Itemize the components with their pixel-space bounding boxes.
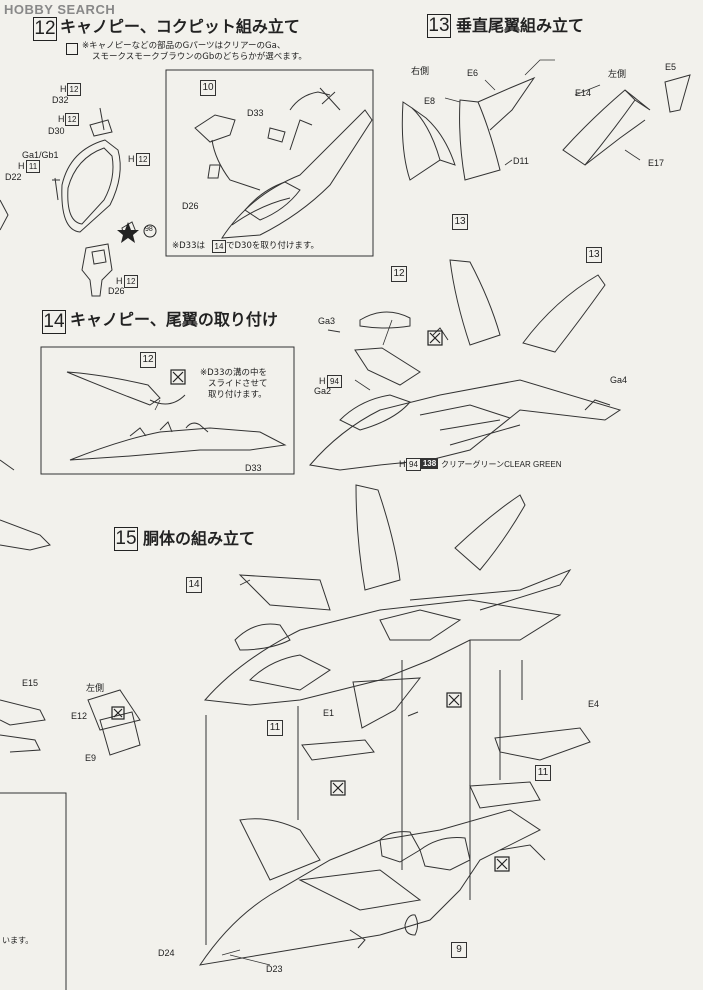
step-14-d33-label: D33 (245, 463, 262, 473)
paint-h-box: 94 (406, 458, 421, 471)
e15-label: E15 (22, 678, 39, 688)
e14-label: E14 (575, 88, 592, 98)
ga4-label: Ga4 (610, 375, 628, 385)
inset-14-part-box: 12 (140, 352, 156, 368)
h12-a-label: H (60, 84, 67, 94)
step-13-number: 13 (427, 14, 451, 38)
edge-text: います。 (2, 936, 34, 945)
step-15-box9: 9 (451, 942, 467, 958)
e4-label: E4 (588, 699, 600, 709)
step-12-note-line1: ※キャノピーなどの部品のGパーツはクリアーのGa、 (82, 41, 286, 51)
ga3-label: Ga3 (318, 316, 336, 326)
d26-small-label: D26 (108, 286, 125, 296)
d11-label: D11 (513, 156, 529, 166)
d32-label: D32 (52, 95, 69, 105)
left-side-label: 左側 (608, 69, 627, 79)
step-15-left-side-label: 左側 (86, 683, 105, 693)
paint-h-label: H (399, 459, 406, 469)
e9-label: E9 (85, 753, 97, 763)
h12-d-label: H (116, 276, 123, 286)
step-14-box13-a: 13 (452, 214, 468, 230)
step-15-box14: 14 (186, 577, 202, 593)
d30-label: D30 (48, 126, 65, 136)
hobby-search-watermark: HOBBY SEARCH (4, 2, 116, 17)
h12-c-label: H (128, 154, 135, 164)
step-12-title: キャノピー、コクピット組み立て (60, 17, 300, 36)
step-14-number: 14 (42, 310, 66, 334)
h12-b-label: H (58, 114, 65, 124)
inset-note-box: 14 (212, 240, 226, 253)
step-14-title: キャノピー、尾翼の取り付け (70, 310, 278, 329)
h12-a-box: 12 (67, 83, 81, 96)
step-14-note-line3: 取り付けます。 (208, 390, 267, 400)
inset-note-pre: ※D33は (172, 241, 205, 251)
step-14-box12: 12 (391, 266, 407, 282)
step-15-number: 15 (114, 527, 138, 551)
e1-label: E1 (323, 708, 335, 718)
d22-label: D22 (5, 172, 22, 182)
inset-d26-label: D26 (182, 201, 199, 211)
ga2-label: Ga2 (314, 386, 332, 396)
e17-label: E17 (648, 158, 665, 168)
h12-c-box: 12 (136, 153, 150, 166)
h94-box: 94 (327, 375, 342, 388)
d24-label: D24 (158, 948, 175, 958)
info-icon (66, 43, 78, 55)
h12-b-box: 12 (65, 113, 79, 126)
e6-label: E6 (467, 68, 479, 78)
step-14-note-line2: スライドさせて (208, 379, 268, 389)
step-12-number: 12 (33, 17, 57, 41)
d23-label: D23 (266, 964, 283, 974)
step-13-title: 垂直尾翼組み立て (456, 16, 585, 35)
h11-box: 11 (26, 160, 40, 173)
e5-label: E5 (665, 62, 677, 72)
h11-label: H (18, 161, 25, 171)
inset-part-10-box: 10 (200, 80, 216, 96)
e8-label: E8 (424, 96, 436, 106)
step-15-box11-a: 11 (267, 720, 283, 736)
h94-label: H (319, 376, 326, 386)
step-14-note-line1: ※D33の溝の中を (200, 368, 267, 378)
step-15-title: 胴体の組み立て (143, 529, 256, 548)
step-14-box13-b: 13 (586, 247, 602, 263)
inset-note-post: でD30を取り付けます。 (226, 241, 320, 251)
paint-number-badge: 138 (421, 458, 438, 469)
right-side-label: 右側 (411, 66, 430, 76)
step-12-note-line2: スモークスモークブラウンのGbのどちらかが選べます。 (92, 52, 307, 62)
paint-name-label: クリアーグリーンCLEAR GREEN (441, 460, 562, 469)
inset-d33-label: D33 (247, 108, 264, 118)
star-paint-number: 98 (145, 226, 153, 233)
h12-d-box: 12 (124, 275, 138, 288)
e12-label: E12 (71, 711, 88, 721)
ga-gb1-label: Ga1/Gb1 (22, 150, 59, 160)
step-15-box11-b: 11 (535, 765, 551, 781)
